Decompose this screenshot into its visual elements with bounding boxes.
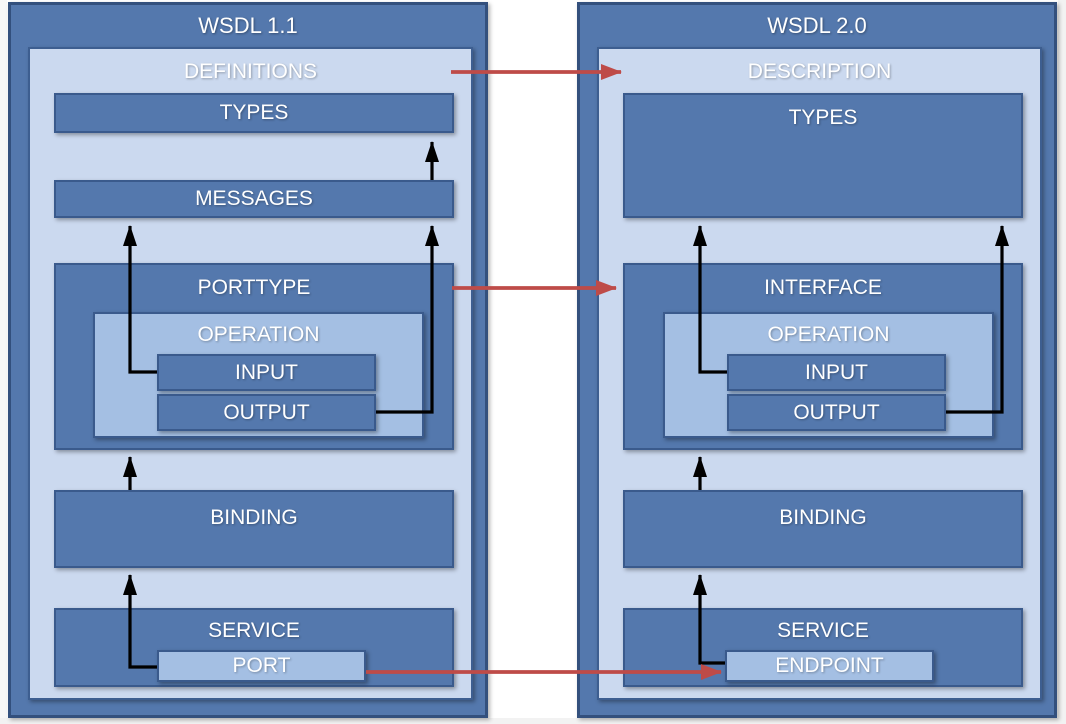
- wsdl20-title: WSDL 2.0: [767, 13, 867, 38]
- wsdl11-output-label: OUTPUT: [223, 400, 310, 424]
- wsdl20-input-box: INPUT: [727, 354, 946, 391]
- wsdl20-types-box: TYPES: [623, 93, 1023, 218]
- wsdl11-messages-label: MESSAGES: [195, 187, 313, 210]
- wsdl20-binding-box: BINDING: [623, 490, 1023, 568]
- wsdl11-title: WSDL 1.1: [198, 13, 298, 38]
- wsdl11-input-box: INPUT: [157, 354, 376, 391]
- wsdl11-binding-box: BINDING: [54, 490, 454, 568]
- wsdl11-types-box: TYPES: [54, 93, 454, 133]
- porttype-label: PORTTYPE: [197, 276, 311, 299]
- endpoint-box: ENDPOINT: [725, 650, 934, 682]
- interface-label: INTERFACE: [764, 276, 882, 299]
- wsdl20-binding-label: BINDING: [779, 506, 867, 529]
- wsdl11-output-box: OUTPUT: [157, 394, 376, 431]
- left-edge: [0, 0, 7, 724]
- right-edge: [1058, 0, 1066, 724]
- description-label: DESCRIPTION: [747, 60, 892, 83]
- wsdl20-operation-label: OPERATION: [767, 323, 890, 346]
- wsdl20-output-label: OUTPUT: [793, 400, 880, 424]
- port-label: PORT: [232, 654, 291, 677]
- wsdl11-service-label: SERVICE: [208, 619, 300, 642]
- wsdl11-binding-label: BINDING: [210, 506, 298, 529]
- wsdl11-operation-label: OPERATION: [197, 323, 320, 346]
- endpoint-label: ENDPOINT: [775, 654, 884, 677]
- wsdl20-input-label: INPUT: [805, 360, 868, 384]
- wsdl11-types-label: TYPES: [219, 101, 289, 124]
- wsdl20-types-label: TYPES: [788, 106, 858, 129]
- wsdl20-service-label: SERVICE: [777, 619, 869, 642]
- bottom-edge: [0, 718, 1066, 724]
- wsdl20-output-box: OUTPUT: [727, 394, 946, 431]
- definitions-label: DEFINITIONS: [183, 60, 317, 83]
- port-box: PORT: [157, 650, 366, 682]
- wsdl11-messages-box: MESSAGES: [54, 180, 454, 218]
- wsdl11-input-label: INPUT: [235, 360, 298, 384]
